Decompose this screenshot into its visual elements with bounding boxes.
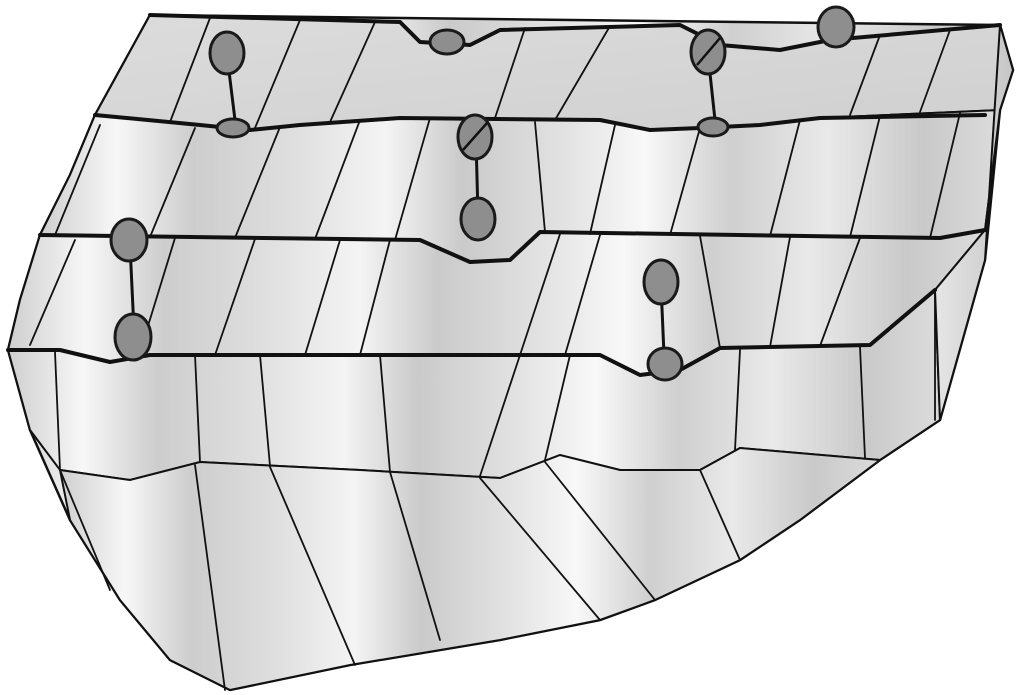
sphere-lower — [648, 348, 682, 380]
dumbbell-4 — [818, 7, 854, 47]
sphere-lower — [217, 119, 249, 137]
sphere-single — [818, 7, 854, 47]
sphere-upper — [210, 32, 244, 74]
sphere-lower — [461, 198, 495, 240]
sphere-upper — [644, 260, 678, 304]
block-bottom-skirt — [60, 448, 880, 690]
sphere-upper — [111, 219, 147, 261]
dumbbell-2 — [430, 30, 464, 54]
sphere-upper — [430, 30, 464, 54]
sphere-lower — [115, 314, 151, 360]
sphere-lower — [698, 118, 728, 136]
